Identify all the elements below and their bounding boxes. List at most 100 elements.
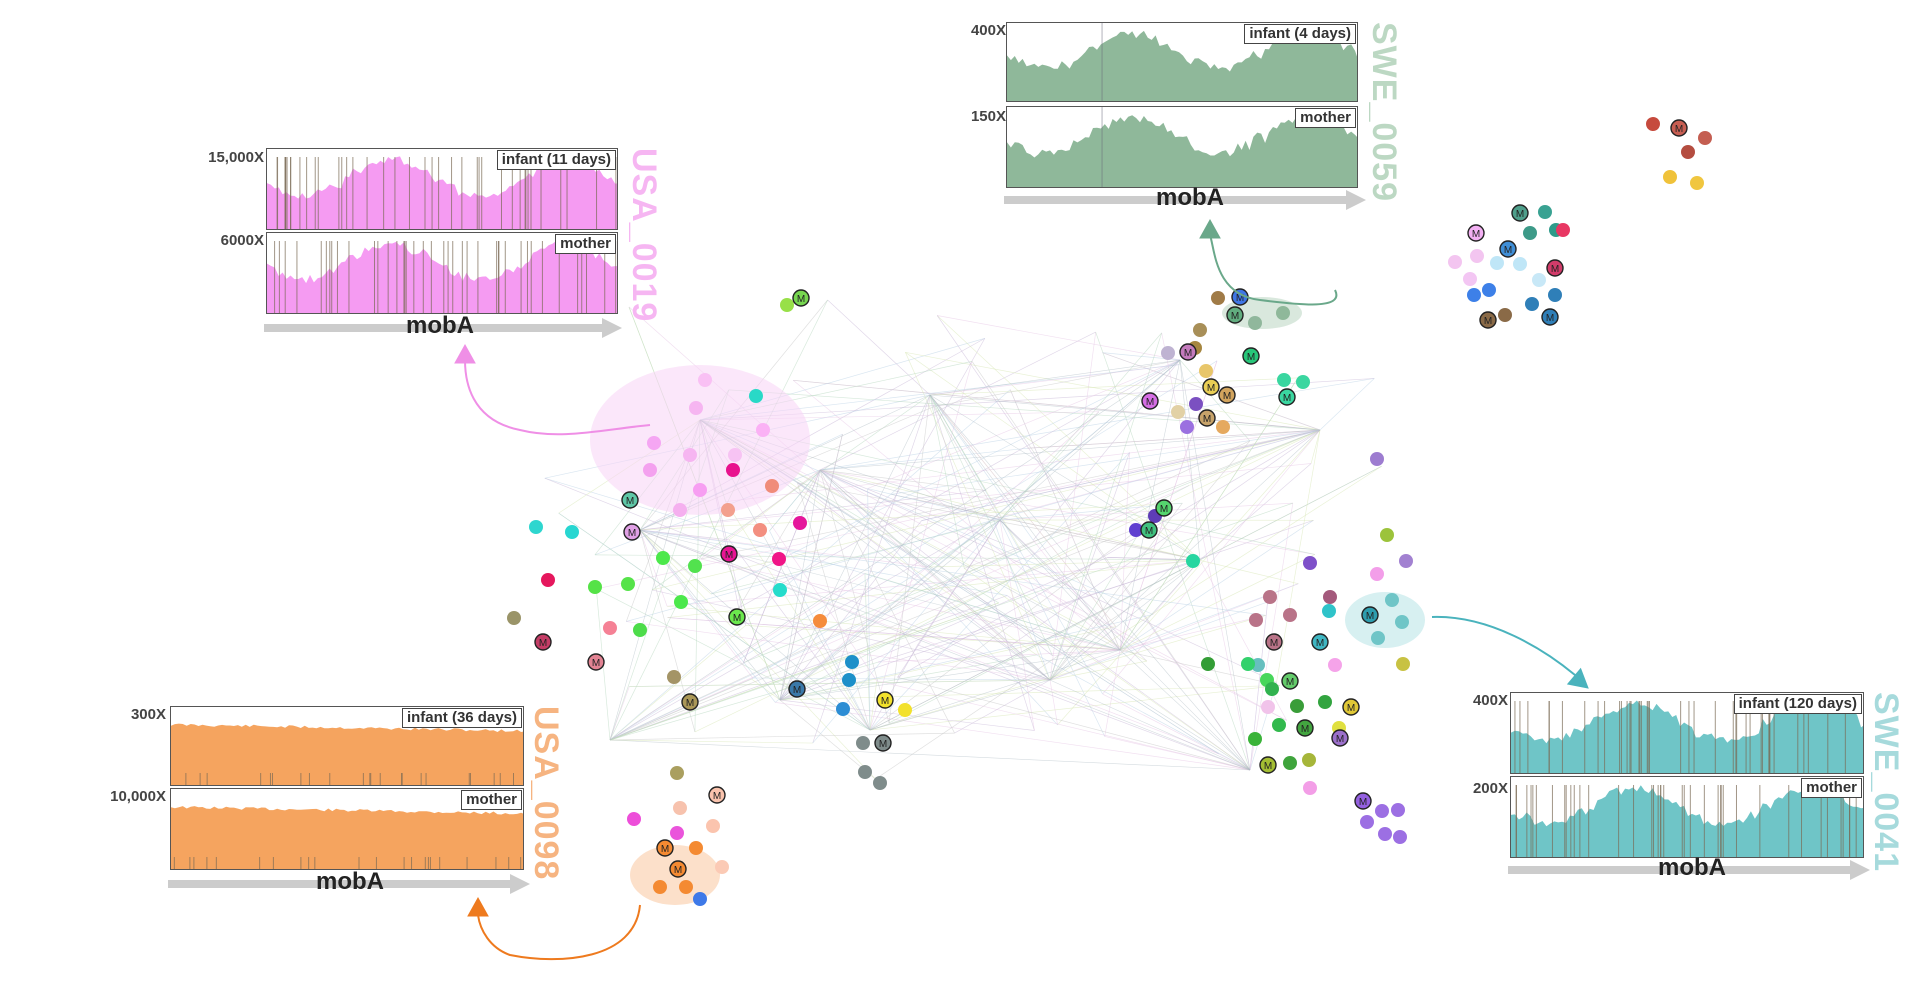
- mother-marker-letter: M: [1301, 724, 1309, 735]
- mother-marker-letter: M: [1223, 391, 1231, 402]
- mother-node: M: [669, 860, 687, 878]
- infant-node: [1265, 682, 1279, 696]
- mother-marker-letter: M: [1551, 264, 1559, 275]
- mother-node: M: [1179, 343, 1197, 361]
- mother-marker-letter: M: [1160, 504, 1168, 515]
- infant-node: [1646, 117, 1660, 131]
- mother-tag: mother: [1295, 108, 1356, 128]
- infant-node: [1467, 288, 1481, 302]
- infant-node: [772, 552, 786, 566]
- infant-node: [706, 819, 720, 833]
- infant-node: [1277, 373, 1291, 387]
- infant-node: [1470, 249, 1484, 263]
- infant-node: [1498, 308, 1512, 322]
- mother-node: M: [1281, 672, 1299, 690]
- infant-node: [1463, 272, 1477, 286]
- mother-marker-letter: M: [725, 550, 733, 561]
- mother-node: M: [1361, 606, 1379, 624]
- mother-marker-letter: M: [1236, 293, 1244, 304]
- arrow-to-usa0019: [454, 343, 651, 436]
- infant-node: [1385, 593, 1399, 607]
- infant-coverage-label: 400X: [1472, 692, 1508, 709]
- infant-node: [1360, 815, 1374, 829]
- infant-node: [1248, 316, 1262, 330]
- mother-tag: mother: [555, 234, 616, 254]
- infant-node: [1690, 176, 1704, 190]
- mother-node: M: [1155, 499, 1173, 517]
- infant-age-tag: infant (4 days): [1244, 24, 1356, 44]
- infant-node: [1681, 145, 1695, 159]
- infant-node: [647, 436, 661, 450]
- infant-node: [1323, 590, 1337, 604]
- infant-node: [1318, 695, 1332, 709]
- mother-marker-letter: M: [733, 613, 741, 624]
- infant-node: [1263, 590, 1277, 604]
- mother-node: M: [1259, 756, 1277, 774]
- mother-node: M: [1342, 698, 1360, 716]
- mother-marker-letter: M: [1247, 352, 1255, 363]
- infant-node: [1303, 556, 1317, 570]
- infant-node: [773, 583, 787, 597]
- infant-node: [1296, 375, 1310, 389]
- infant-node: [507, 611, 521, 625]
- coverage-area: [1511, 700, 1863, 773]
- mother-node: M: [1226, 306, 1244, 324]
- mother-node: M: [621, 491, 639, 509]
- infant-age-tag: infant (120 days): [1733, 694, 1862, 714]
- mother-marker-letter: M: [1516, 209, 1524, 220]
- infant-node: [780, 298, 794, 312]
- mother-marker-letter: M: [626, 496, 634, 507]
- mother-marker-letter: M: [1336, 734, 1344, 745]
- infant-node: [1322, 604, 1336, 618]
- infant-node: [1161, 346, 1175, 360]
- infant-node: [856, 736, 870, 750]
- mother-marker-letter: M: [674, 865, 682, 876]
- infant-node: [1283, 608, 1297, 622]
- mother-marker-letter: M: [661, 844, 669, 855]
- mother-marker-letter: M: [1231, 311, 1239, 322]
- infant-node: [1490, 256, 1504, 270]
- infant-node: [836, 702, 850, 716]
- mother-node: M: [1140, 521, 1158, 539]
- infant-node: [1548, 288, 1562, 302]
- infant-node: [670, 766, 684, 780]
- mother-node: M: [1265, 633, 1283, 651]
- infant-node: [1538, 205, 1552, 219]
- mother-node: M: [720, 545, 738, 563]
- gene-axis-arrow: [1004, 190, 1366, 210]
- mother-marker-letter: M: [1184, 348, 1192, 359]
- infant-node: [873, 776, 887, 790]
- mother-coverage-track: mother: [266, 232, 618, 314]
- sample-id: SWE_0059: [1365, 22, 1403, 202]
- infant-node: [1249, 613, 1263, 627]
- arrow-to-usa0098: [467, 896, 641, 961]
- infant-node: [683, 448, 697, 462]
- mother-marker-letter: M: [879, 739, 887, 750]
- infant-node: [1276, 306, 1290, 320]
- infant-node: [1378, 827, 1392, 841]
- mother-marker-letter: M: [686, 698, 694, 709]
- infant-node: [1303, 781, 1317, 795]
- mother-marker-letter: M: [1270, 638, 1278, 649]
- infant-node: [1216, 420, 1230, 434]
- mother-marker-letter: M: [881, 696, 889, 707]
- infant-node: [1241, 657, 1255, 671]
- infant-node: [1328, 658, 1342, 672]
- coverage-area: [1511, 784, 1863, 857]
- sample-id: USA_0019: [625, 148, 663, 323]
- infant-coverage-label: 300X: [130, 706, 166, 723]
- mother-marker-letter: M: [713, 791, 721, 802]
- infant-node: [1272, 718, 1286, 732]
- infant-node: [653, 880, 667, 894]
- mother-node: M: [1546, 259, 1564, 277]
- infant-node: [1261, 700, 1275, 714]
- mother-node: M: [876, 691, 894, 709]
- infant-node: [842, 673, 856, 687]
- infant-node: [1193, 323, 1207, 337]
- infant-age-tag: infant (36 days): [401, 708, 522, 728]
- mother-marker-letter: M: [1472, 229, 1480, 240]
- infant-coverage-track: infant (36 days): [170, 706, 524, 786]
- mother-node: M: [728, 608, 746, 626]
